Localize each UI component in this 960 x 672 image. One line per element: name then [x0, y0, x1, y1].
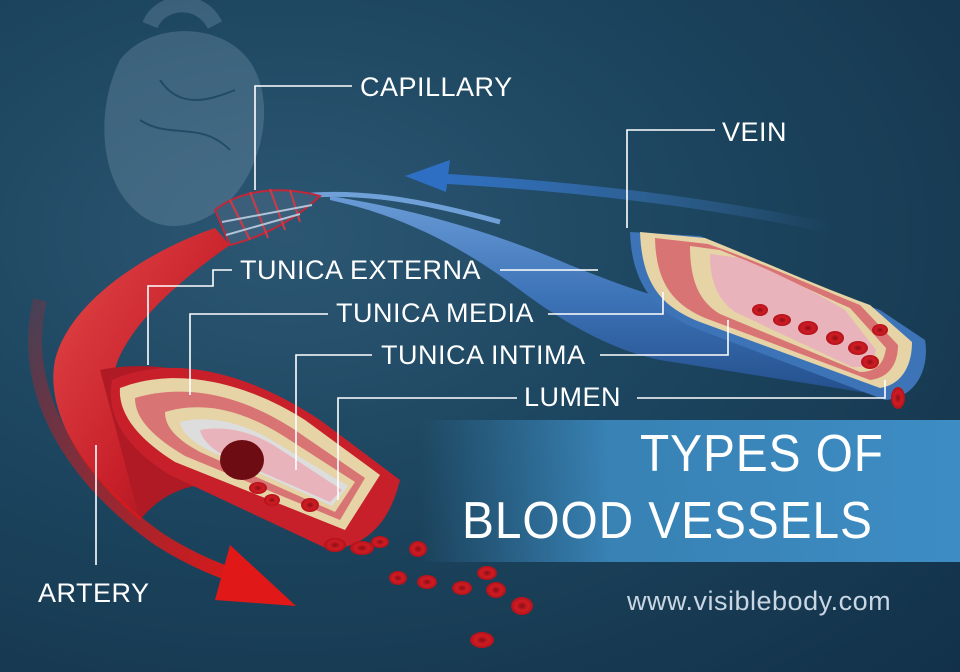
blood-cell	[773, 314, 791, 326]
website-url: www.visiblebody.com	[627, 586, 892, 616]
title-line-2: BLOOD VESSELS	[462, 492, 873, 550]
blood-cell	[752, 304, 768, 316]
leader-capillary	[254, 85, 352, 190]
blood-cell	[891, 387, 905, 409]
label-tunica-intima: TUNICA INTIMA	[381, 340, 586, 370]
label-tunica-externa: TUNICA EXTERNA	[240, 255, 482, 285]
blood-cell	[511, 597, 533, 615]
blood-cell	[389, 571, 407, 585]
label-lumen: LUMEN	[524, 382, 622, 412]
blood-cell	[264, 494, 280, 506]
blood-cell	[417, 575, 437, 589]
blood-cell	[452, 581, 472, 595]
blood-cell	[848, 341, 868, 355]
leader-lines	[95, 85, 886, 565]
leader-tunica-media-right	[548, 292, 664, 315]
artery-cross-section	[110, 367, 401, 550]
leader-vein	[626, 129, 715, 228]
blood-cell	[861, 355, 879, 369]
capillary-connector	[299, 191, 501, 225]
artery-flow-arrow	[28, 298, 296, 606]
label-vein: VEIN	[722, 117, 788, 147]
leader-tunica-media	[189, 313, 328, 395]
leader-tunica-intima	[295, 354, 372, 470]
label-tunica-media: TUNICA MEDIA	[336, 298, 535, 328]
blood-cell	[798, 321, 818, 335]
leader-tunica-externa	[147, 269, 232, 365]
blood-cell	[301, 498, 319, 512]
blood-cell	[350, 541, 374, 555]
blood-cell	[371, 536, 389, 548]
blood-cell	[324, 538, 346, 552]
title-band	[420, 420, 960, 562]
capillary-mesh	[213, 188, 322, 247]
blood-cell	[249, 482, 267, 494]
red-blood-cells	[249, 304, 905, 648]
blood-cell	[470, 632, 494, 648]
blood-cell	[477, 566, 497, 580]
title-line-1: TYPES OF	[640, 425, 884, 483]
blood-cell	[486, 582, 506, 598]
leader-lumen-right	[637, 380, 886, 399]
blood-cell	[872, 324, 888, 336]
heart-silhouette	[104, 0, 265, 227]
leader-lumen	[337, 397, 517, 500]
label-artery: ARTERY	[38, 578, 150, 608]
vein-flow-arrow	[405, 160, 832, 233]
blood-cell	[826, 331, 844, 345]
leader-tunica-intima-right	[600, 320, 729, 356]
blood-cell	[409, 541, 427, 557]
label-capillary: CAPILLARY	[360, 72, 513, 102]
